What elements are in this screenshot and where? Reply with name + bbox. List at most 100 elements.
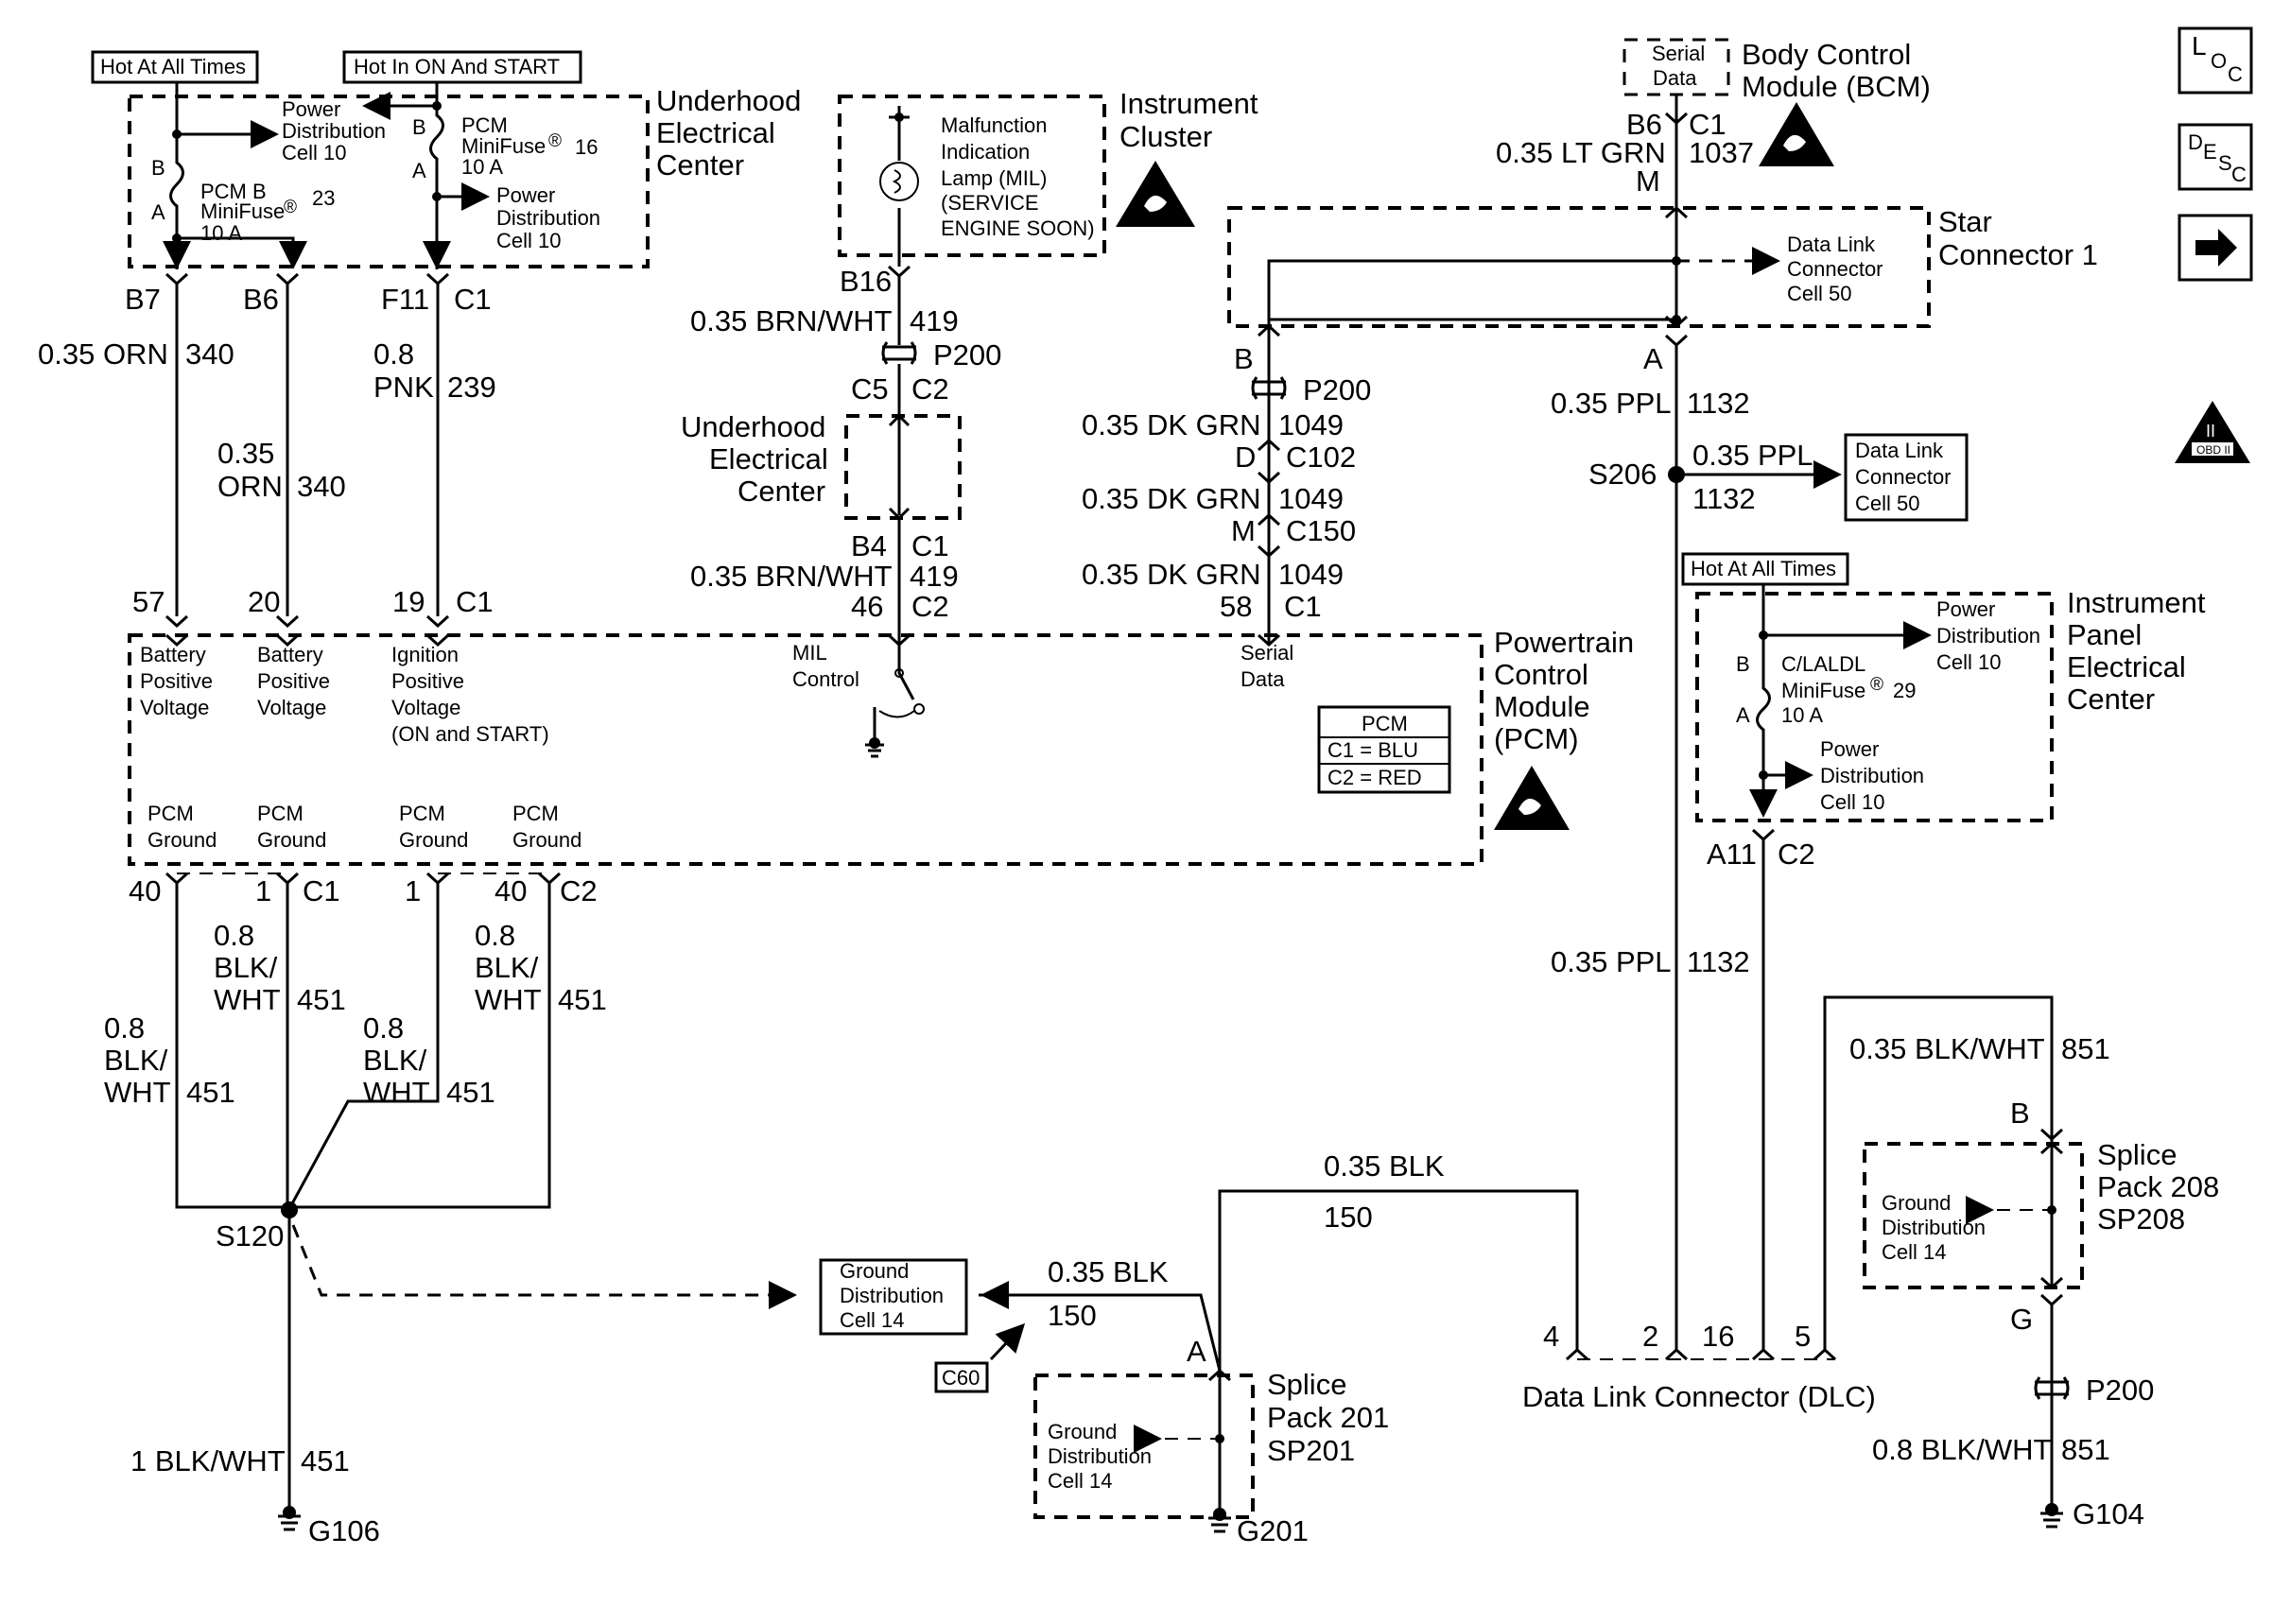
mil-lamp-label: Malfunction Indication Lamp (MIL) (SERVI… [941,113,1095,240]
svg-text:B16: B16 [840,265,892,298]
svg-text:MiniFuse: MiniFuse [200,199,285,223]
svg-text:(SERVICE: (SERVICE [941,191,1039,215]
ipec-power-dist-1: Power Distribution Cell 10 [1936,597,2040,674]
svg-text:851: 851 [2061,1032,2110,1065]
svg-text:Star: Star [1938,205,1992,238]
svg-text:Electrical: Electrical [656,116,775,149]
pcm-minifuse: B A PCM MiniFuse ® 16 10 A [412,113,598,182]
svg-text:C1: C1 [1284,590,1322,623]
svg-text:Distribution: Distribution [1820,764,1924,787]
svg-text:OBD II: OBD II [2196,443,2230,457]
svg-text:SP201: SP201 [1267,1434,1355,1467]
sp201-box [1033,1373,1255,1519]
svg-text:Body Control: Body Control [1742,38,1911,71]
svg-text:Center: Center [2067,682,2155,716]
wire-150-a: 0.35 BLK 150 [1048,1255,1169,1332]
svg-text:Cell 10: Cell 10 [496,229,561,252]
wire-851-a: 0.35 BLK/WHT 851 [1849,1032,2110,1065]
svg-text:Electrical: Electrical [709,442,828,475]
svg-text:451: 451 [297,983,346,1016]
hot-at-all-times-banner: Hot At All Times [91,50,259,84]
svg-text:Voltage: Voltage [391,696,460,719]
pcm-mil-control-label: MIL Control [792,641,859,691]
svg-text:C1: C1 [456,585,494,618]
svg-text:Cluster: Cluster [1119,120,1212,153]
svg-text:Hot In ON And START: Hot In ON And START [354,55,560,78]
svg-text:0.35 BRN/WHT: 0.35 BRN/WHT [690,304,893,337]
svg-text:PCM: PCM [257,802,304,825]
pcm-connector-legend: PCM C1 = BLU C2 = RED [1317,705,1451,794]
svg-text:C150: C150 [1286,514,1356,547]
svg-text:Control: Control [1494,658,1588,691]
svg-text:1 BLK/WHT: 1 BLK/WHT [130,1444,286,1477]
svg-text:Connector: Connector [1787,257,1883,281]
svg-text:Distribution: Distribution [1048,1444,1152,1468]
svg-text:Splice: Splice [1267,1368,1346,1401]
wire-150-b: 0.35 BLK 150 [1324,1149,1445,1234]
svg-text:1049: 1049 [1278,558,1344,591]
svg-text:ENGINE SOON): ENGINE SOON) [941,216,1095,240]
svg-text:B: B [1234,342,1254,375]
svg-text:Data Link: Data Link [1855,439,1944,462]
hot-in-on-start-banner: Hot In ON And START [342,50,582,84]
loc-icon[interactable]: L O C [2178,26,2253,95]
wire-1132-a: 0.35 PPL 1132 [1551,387,1750,420]
svg-text:Pack 201: Pack 201 [1267,1401,1389,1434]
svg-text:Cell 50: Cell 50 [1855,492,1919,515]
svg-text:(ON and START): (ON and START) [391,722,549,746]
svg-text:1: 1 [255,874,271,907]
dlc-label: Data Link Connector (DLC) [1522,1380,1876,1413]
svg-text:0.35 PPL: 0.35 PPL [1551,387,1672,420]
svg-text:5: 5 [1795,1320,1811,1353]
svg-text:C1 = BLU: C1 = BLU [1327,738,1418,762]
svg-text:ORN: ORN [217,470,283,503]
svg-text:PCM: PCM [1362,712,1408,735]
svg-text:Module (BCM): Module (BCM) [1742,70,1931,103]
svg-text:1132: 1132 [1687,945,1750,978]
svg-text:19: 19 [392,585,425,618]
svg-text:Distribution: Distribution [496,206,600,230]
svg-text:Data Link: Data Link [1787,233,1876,256]
wire-419-a: 0.35 BRN/WHT 419 [690,304,959,337]
wire-1132-b: 0.35 PPL 1132 [1692,439,1813,515]
svg-text:451: 451 [558,983,607,1016]
wire-340-b: 0.35 ORN 340 [217,437,346,503]
pcm-ignition-label: Ignition Positive Voltage (ON and START) [391,643,549,746]
svg-text:MIL: MIL [792,641,827,665]
svg-text:0.35 PPL: 0.35 PPL [1692,439,1813,472]
svg-text:Battery: Battery [257,643,323,666]
svg-text:C1: C1 [454,283,492,316]
svg-text:29: 29 [1893,679,1916,702]
svg-text:Ground: Ground [257,828,326,852]
svg-text:851: 851 [2061,1433,2110,1466]
svg-text:C2: C2 [1778,838,1815,871]
power-dist-ref-1: Power Distribution Cell 10 [282,97,386,164]
svg-text:Positive: Positive [391,669,464,693]
svg-text:1049: 1049 [1278,408,1344,441]
svg-text:0.35 BLK: 0.35 BLK [1324,1149,1445,1183]
svg-text:Malfunction: Malfunction [941,113,1048,137]
svg-text:P200: P200 [933,338,1001,371]
svg-text:Instrument: Instrument [2067,586,2206,619]
svg-text:C/LALDL: C/LALDL [1781,652,1865,676]
svg-text:F11: F11 [381,283,429,316]
sp201-title: Splice Pack 201 SP201 [1267,1368,1389,1467]
svg-text:G: G [2010,1303,2033,1336]
svg-text:0.35 BRN/WHT: 0.35 BRN/WHT [690,560,893,593]
svg-text:0.8: 0.8 [104,1011,145,1045]
svg-text:Positive: Positive [257,669,330,693]
svg-text:Battery: Battery [140,643,206,666]
desc-icon[interactable]: D E S C [2178,123,2253,191]
svg-text:B6: B6 [1626,108,1662,141]
wire-451-a: 0.8 BLK/ WHT 451 [214,919,346,1016]
arrow-right-icon[interactable] [2178,214,2253,282]
svg-text:0.8: 0.8 [214,919,254,952]
power-dist-ref-2: Power Distribution Cell 10 [496,183,600,252]
svg-text:B: B [1736,652,1750,676]
bcm-serial-data: Serial Data [1622,38,1730,96]
svg-text:WHT: WHT [363,1076,430,1109]
svg-text:0.35: 0.35 [217,437,274,470]
svg-text:S: S [2218,151,2232,175]
svg-text:Data: Data [1653,66,1697,90]
svg-text:PCM: PCM [399,802,445,825]
